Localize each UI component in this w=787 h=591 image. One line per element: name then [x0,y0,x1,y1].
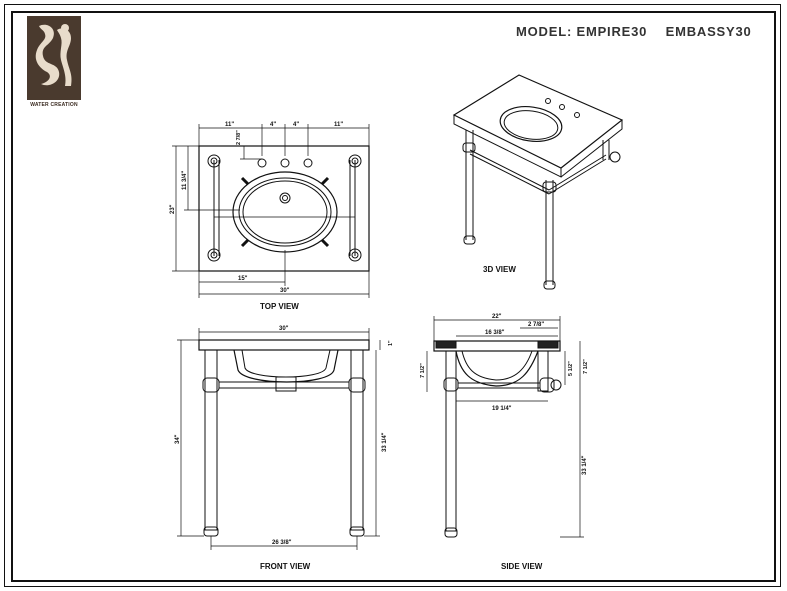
side-dim-6: 19 1/4" [492,406,512,412]
side-dim-top: 22" [492,314,502,320]
top-dim-1: 11" [225,122,234,128]
top-dim-9: 30" [280,288,290,294]
side-view-label: SIDE VIEW [501,562,543,571]
front-dim-thick: 1" [388,340,394,346]
side-dim-1: 2 7/8" [528,322,544,328]
top-dim-6: 11 3/4" [182,171,188,190]
basin-outer [232,171,338,253]
top-view-label: TOP VIEW [260,302,299,311]
variant-label: EMBASSY30 [665,24,752,39]
brand-logo: WATER CREATION [27,16,81,108]
side-view-slab [433,340,561,352]
model-title: MODEL: EMPIRE30 EMBASSY30 [516,24,766,39]
model-label: MODEL: EMPIRE30 [516,24,648,39]
threed-basin [499,106,563,142]
faucet-hole [280,158,290,168]
top-dim-5: 2 7/8" [236,130,242,145]
top-dim-4: 11" [334,122,343,128]
front-dim-bottom: 26 3/8" [272,540,292,546]
outer-border [4,4,781,587]
top-view [172,124,370,298]
side-dim-7: 33 1/4" [582,455,588,475]
top-dim-7: 23" [170,204,176,214]
side-dim-3: 7 1/2" [420,363,426,378]
front-view-slab [198,339,370,351]
inner-border [11,11,776,582]
threed-view-label: 3D VIEW [483,265,516,274]
threed-slab [452,74,624,169]
side-dim-5: 7 1/2" [583,359,589,374]
side-view [426,316,584,538]
top-view-slab [198,145,370,272]
front-view-label: FRONT VIEW [260,562,311,571]
faucet-hole [303,158,313,168]
top-dim-8: 15" [238,276,248,282]
drain [279,192,291,204]
front-dim-height-left: 34" [175,434,181,444]
side-dim-2: 16 3/8" [485,330,505,336]
front-view [177,328,381,550]
top-dim-3: 4" [293,122,299,128]
figure-logo-icon [27,16,81,100]
front-dim-top: 30" [279,326,289,332]
front-dim-height-right: 33 1/4" [382,432,388,452]
side-dim-4: 5 1/2" [568,361,574,376]
top-dim-2: 4" [270,122,276,128]
brand-name: WATER CREATION [30,102,78,108]
threed-view [452,74,624,290]
faucet-hole [257,158,267,168]
